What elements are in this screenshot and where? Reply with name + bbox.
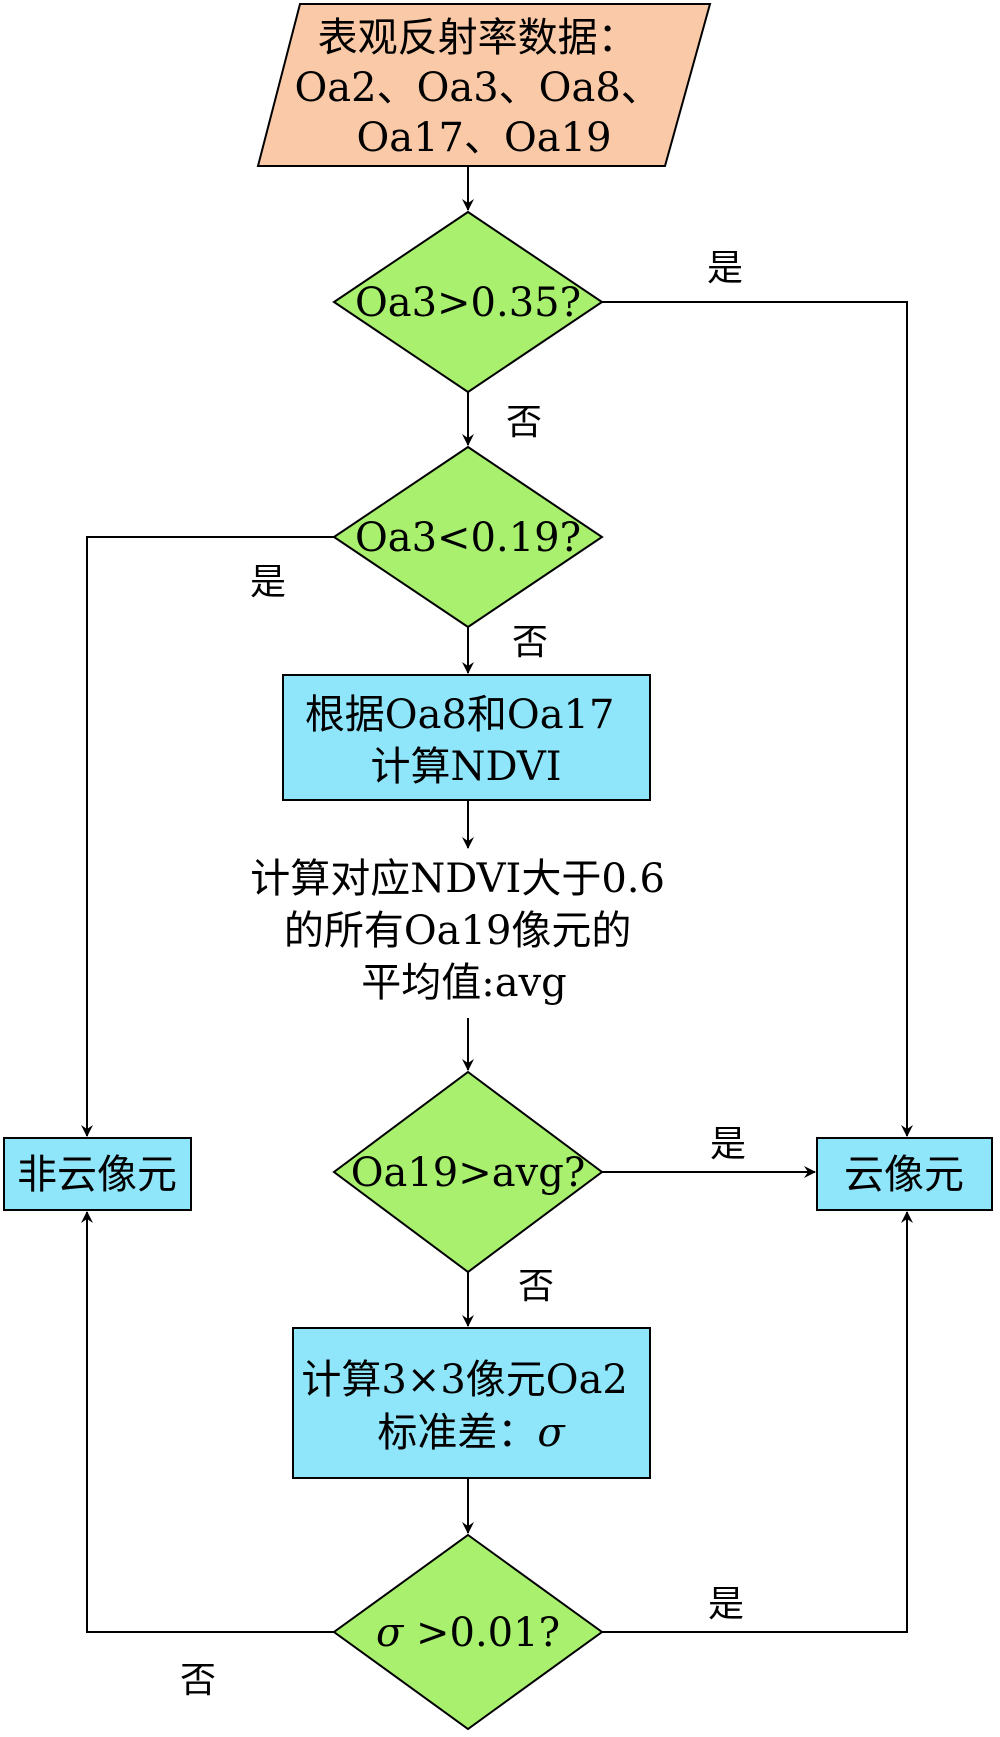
process-ndvi-text: 根据Oa8和Oa17 计算NDVI: [305, 692, 627, 790]
cloud-box: [816, 1137, 993, 1211]
avg-step-line-3: 平均值:avg: [361, 960, 567, 1006]
arrow-d1-yes-to-cloud: [602, 301, 913, 1137]
process-sigma-line-2: 标准差：σ: [377, 1410, 566, 1456]
process-sigma-box: [292, 1327, 651, 1479]
decision2-label: Oa3<0.19?: [355, 515, 581, 561]
edge-d4-no-label: 否: [180, 1660, 216, 1701]
decision3-label: Oa19>avg?: [351, 1150, 586, 1196]
avg-step-line-2: 的所有Oa19像元的: [284, 908, 632, 954]
process-ndvi-line-2: 计算NDVI: [370, 744, 561, 790]
process-sigma-text: 计算3×3像元Oa2 标准差：σ: [301, 1357, 640, 1456]
non-cloud-box: [3, 1137, 192, 1211]
edge-d3-no-label: 否: [518, 1266, 554, 1307]
edge-d4-yes-label: 是: [708, 1584, 744, 1625]
input-parallelogram: [256, 3, 712, 167]
input-line-2: Oa2、Oa3、Oa8、: [295, 65, 661, 111]
non-cloud-label: 非云像元: [17, 1152, 177, 1198]
decision1-label: Oa3>0.35?: [355, 280, 581, 326]
edge-d1-no-label: 否: [506, 402, 542, 443]
avg-step-text: 计算对应NDVI大于0.6 的所有Oa19像元的 平均值:avg: [250, 856, 677, 1006]
edge-d1-yes-label: 是: [707, 248, 743, 289]
input-text: 表观反射率数据： Oa2、Oa3、Oa8、 Oa17、Oa19: [295, 15, 674, 161]
process-sigma-line-1: 计算3×3像元Oa2: [301, 1357, 628, 1403]
avg-step-line-1: 计算对应NDVI大于0.6: [250, 856, 665, 902]
edge-d3-yes-label: 是: [710, 1124, 746, 1165]
edge-d2-yes-label: 是: [250, 562, 286, 603]
decision4-text: >0.01?: [403, 1610, 560, 1656]
decision4-label: σ >0.01?: [376, 1610, 560, 1656]
process-sigma-symbol: σ: [537, 1410, 566, 1456]
arrow-d4-no-to-noncloud: [81, 1211, 334, 1633]
decision4-symbol: σ: [376, 1610, 405, 1656]
input-line-3: Oa17、Oa19: [356, 115, 611, 161]
cloud-label: 云像元: [844, 1152, 964, 1198]
arrow-d2-yes-to-noncloud: [81, 536, 334, 1137]
process-sigma-line-2-text: 标准差：: [377, 1410, 537, 1456]
arrow-d4-yes-to-cloud: [602, 1211, 913, 1633]
process-ndvi-box: [282, 674, 651, 801]
decision4-diamond: [332, 1533, 604, 1731]
edge-d2-no-label: 否: [512, 622, 548, 663]
process-ndvi-line-1: 根据Oa8和Oa17: [305, 692, 615, 738]
input-line-1: 表观反射率数据：: [318, 15, 638, 61]
